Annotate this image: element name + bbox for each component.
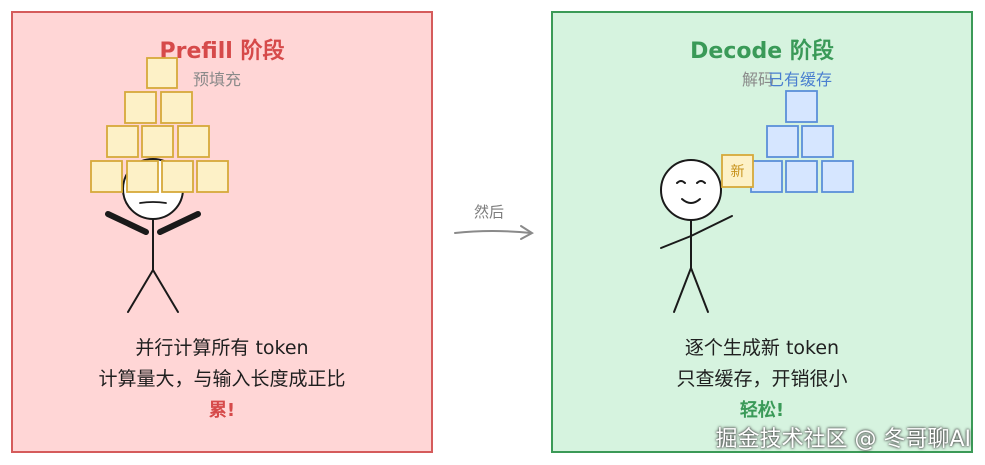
prefill-token-pyramid [90, 57, 229, 193]
token-block [161, 160, 194, 193]
cache-block [766, 125, 799, 158]
cache-block [785, 160, 818, 193]
decode-emphasis: 轻松! [739, 400, 785, 421]
token-block [160, 91, 193, 124]
transition-arrow [454, 225, 534, 240]
decode-line-2: 只查缓存，开销很小 [676, 368, 848, 390]
prefill-line-2: 计算量大，与输入长度成正比 [98, 368, 346, 390]
new-token-label: 新 [730, 164, 745, 180]
cache-block [801, 125, 834, 158]
decode-stick-figure [660, 159, 733, 313]
cache-block [821, 160, 854, 193]
prefill-panel: Prefill 阶段 [11, 11, 433, 453]
cache-block [785, 90, 818, 123]
decode-title: Decode 阶段 [690, 39, 834, 64]
token-block [126, 160, 159, 193]
token-block [196, 160, 229, 193]
decode-line-1: 逐个生成新 token [684, 337, 840, 359]
watermark: 掘金技术社区 @ 冬哥聊AI [715, 427, 971, 452]
prefill-emphasis: 累! [208, 400, 236, 421]
decode-cache-pyramid [750, 90, 854, 193]
decode-panel: Decode 阶段 [551, 11, 973, 453]
token-block [177, 125, 210, 158]
new-token-block [721, 154, 754, 188]
decode-subtitle: 解码 [742, 70, 775, 89]
transition-label: 然后 [474, 203, 505, 221]
token-block [124, 91, 157, 124]
token-block [106, 125, 139, 158]
prefill-title: Prefill 阶段 [159, 39, 285, 64]
prefill-subtitle: 预填充 [193, 70, 242, 89]
token-block [90, 160, 123, 193]
cache-block [750, 160, 783, 193]
token-block [146, 57, 178, 89]
prefill-line-1: 并行计算所有 token [135, 337, 309, 359]
token-block [141, 125, 174, 158]
cache-label: 已有缓存 [768, 70, 833, 89]
